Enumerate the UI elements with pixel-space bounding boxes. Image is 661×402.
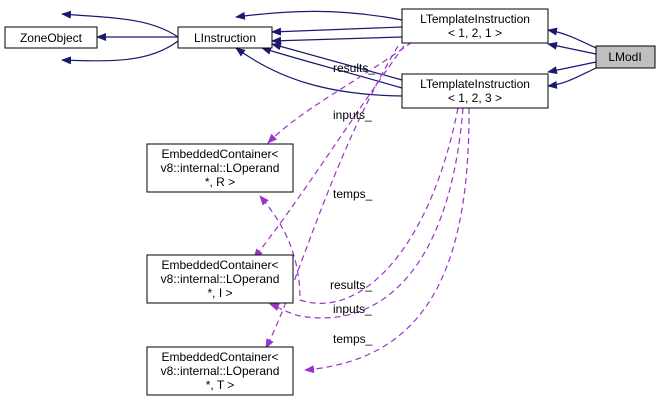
- edge-template123-linstruction-b: [261, 46, 403, 89]
- node-container-r-line2: v8::internal::LOperand: [161, 161, 280, 175]
- edge-label-temps-top: temps_: [333, 187, 373, 201]
- node-ltemplate-123-line2: < 1, 2, 3 >: [448, 91, 502, 105]
- edge-template123-container-i: [269, 107, 464, 319]
- edge-lmodi-template121-b: [547, 41, 597, 55]
- edge-label-inputs-bottom: inputs_: [333, 302, 372, 316]
- node-ltemplate-123[interactable]: LTemplateInstruction < 1, 2, 3 >: [401, 73, 549, 109]
- edge-label-inputs-top: inputs_: [333, 108, 372, 122]
- edge-template121-container-i: [253, 45, 405, 259]
- node-container-r-line1: EmbeddedContainer<: [161, 147, 278, 161]
- node-lmodi[interactable]: LModI: [595, 45, 656, 69]
- node-container-i-line2: v8::internal::LOperand: [161, 272, 280, 286]
- node-ltemplate-121[interactable]: LTemplateInstruction < 1, 2, 1 >: [401, 8, 549, 44]
- node-container-i-line3: *, I >: [207, 286, 232, 300]
- node-ltemplate-123-line1: LTemplateInstruction: [420, 77, 530, 91]
- edge-template123-linstruction-a: [271, 42, 403, 81]
- edge-label-results-bottom: results_: [330, 278, 372, 292]
- edge-template121-container-t: [265, 45, 399, 349]
- edge-template121-linstruction-b: [271, 26, 403, 36]
- node-container-t[interactable]: EmbeddedContainer< v8::internal::LOperan…: [146, 346, 294, 396]
- node-linstruction-label: LInstruction: [194, 31, 256, 45]
- node-container-i[interactable]: EmbeddedContainer< v8::internal::LOperan…: [146, 254, 294, 304]
- edge-label-results-top: results_: [333, 61, 375, 75]
- usage-edges: [253, 41, 470, 374]
- node-container-r[interactable]: EmbeddedContainer< v8::internal::LOperan…: [146, 143, 294, 193]
- edge-lmodi-template121-a: [547, 27, 597, 49]
- node-container-t-line3: *, T >: [206, 378, 235, 392]
- node-ltemplate-121-line2: < 1, 2, 1 >: [448, 26, 502, 40]
- edge-template123-linstruction-c: [235, 47, 403, 97]
- edge-label-temps-bottom: temps_: [333, 332, 373, 346]
- edge-template121-linstruction-c: [271, 36, 403, 45]
- edge-template121-linstruction-a: [235, 10, 403, 21]
- node-zone-object-label: ZoneObject: [20, 31, 83, 45]
- edge-lmodi-template123-b: [547, 67, 597, 89]
- edge-template123-container-r: [259, 107, 459, 304]
- node-container-i-line1: EmbeddedContainer<: [161, 258, 278, 272]
- edge-lmodi-template123-a: [547, 61, 597, 75]
- edge-template123-container-t: [304, 107, 470, 374]
- node-ltemplate-121-line1: LTemplateInstruction: [420, 12, 530, 26]
- edge-template121-container-r: [267, 41, 413, 144]
- node-container-r-line3: *, R >: [205, 175, 235, 189]
- node-container-t-line1: EmbeddedContainer<: [161, 350, 278, 364]
- inheritance-edges: [61, 10, 597, 97]
- node-linstruction[interactable]: LInstruction: [177, 26, 273, 49]
- node-zone-object[interactable]: ZoneObject: [4, 26, 98, 49]
- node-lmodi-label: LModI: [608, 50, 641, 64]
- edge-linstruction-zoneobject-bottom: [61, 40, 179, 65]
- node-container-t-line2: v8::internal::LOperand: [161, 364, 280, 378]
- edge-linstruction-zoneobject-top: [61, 10, 179, 38]
